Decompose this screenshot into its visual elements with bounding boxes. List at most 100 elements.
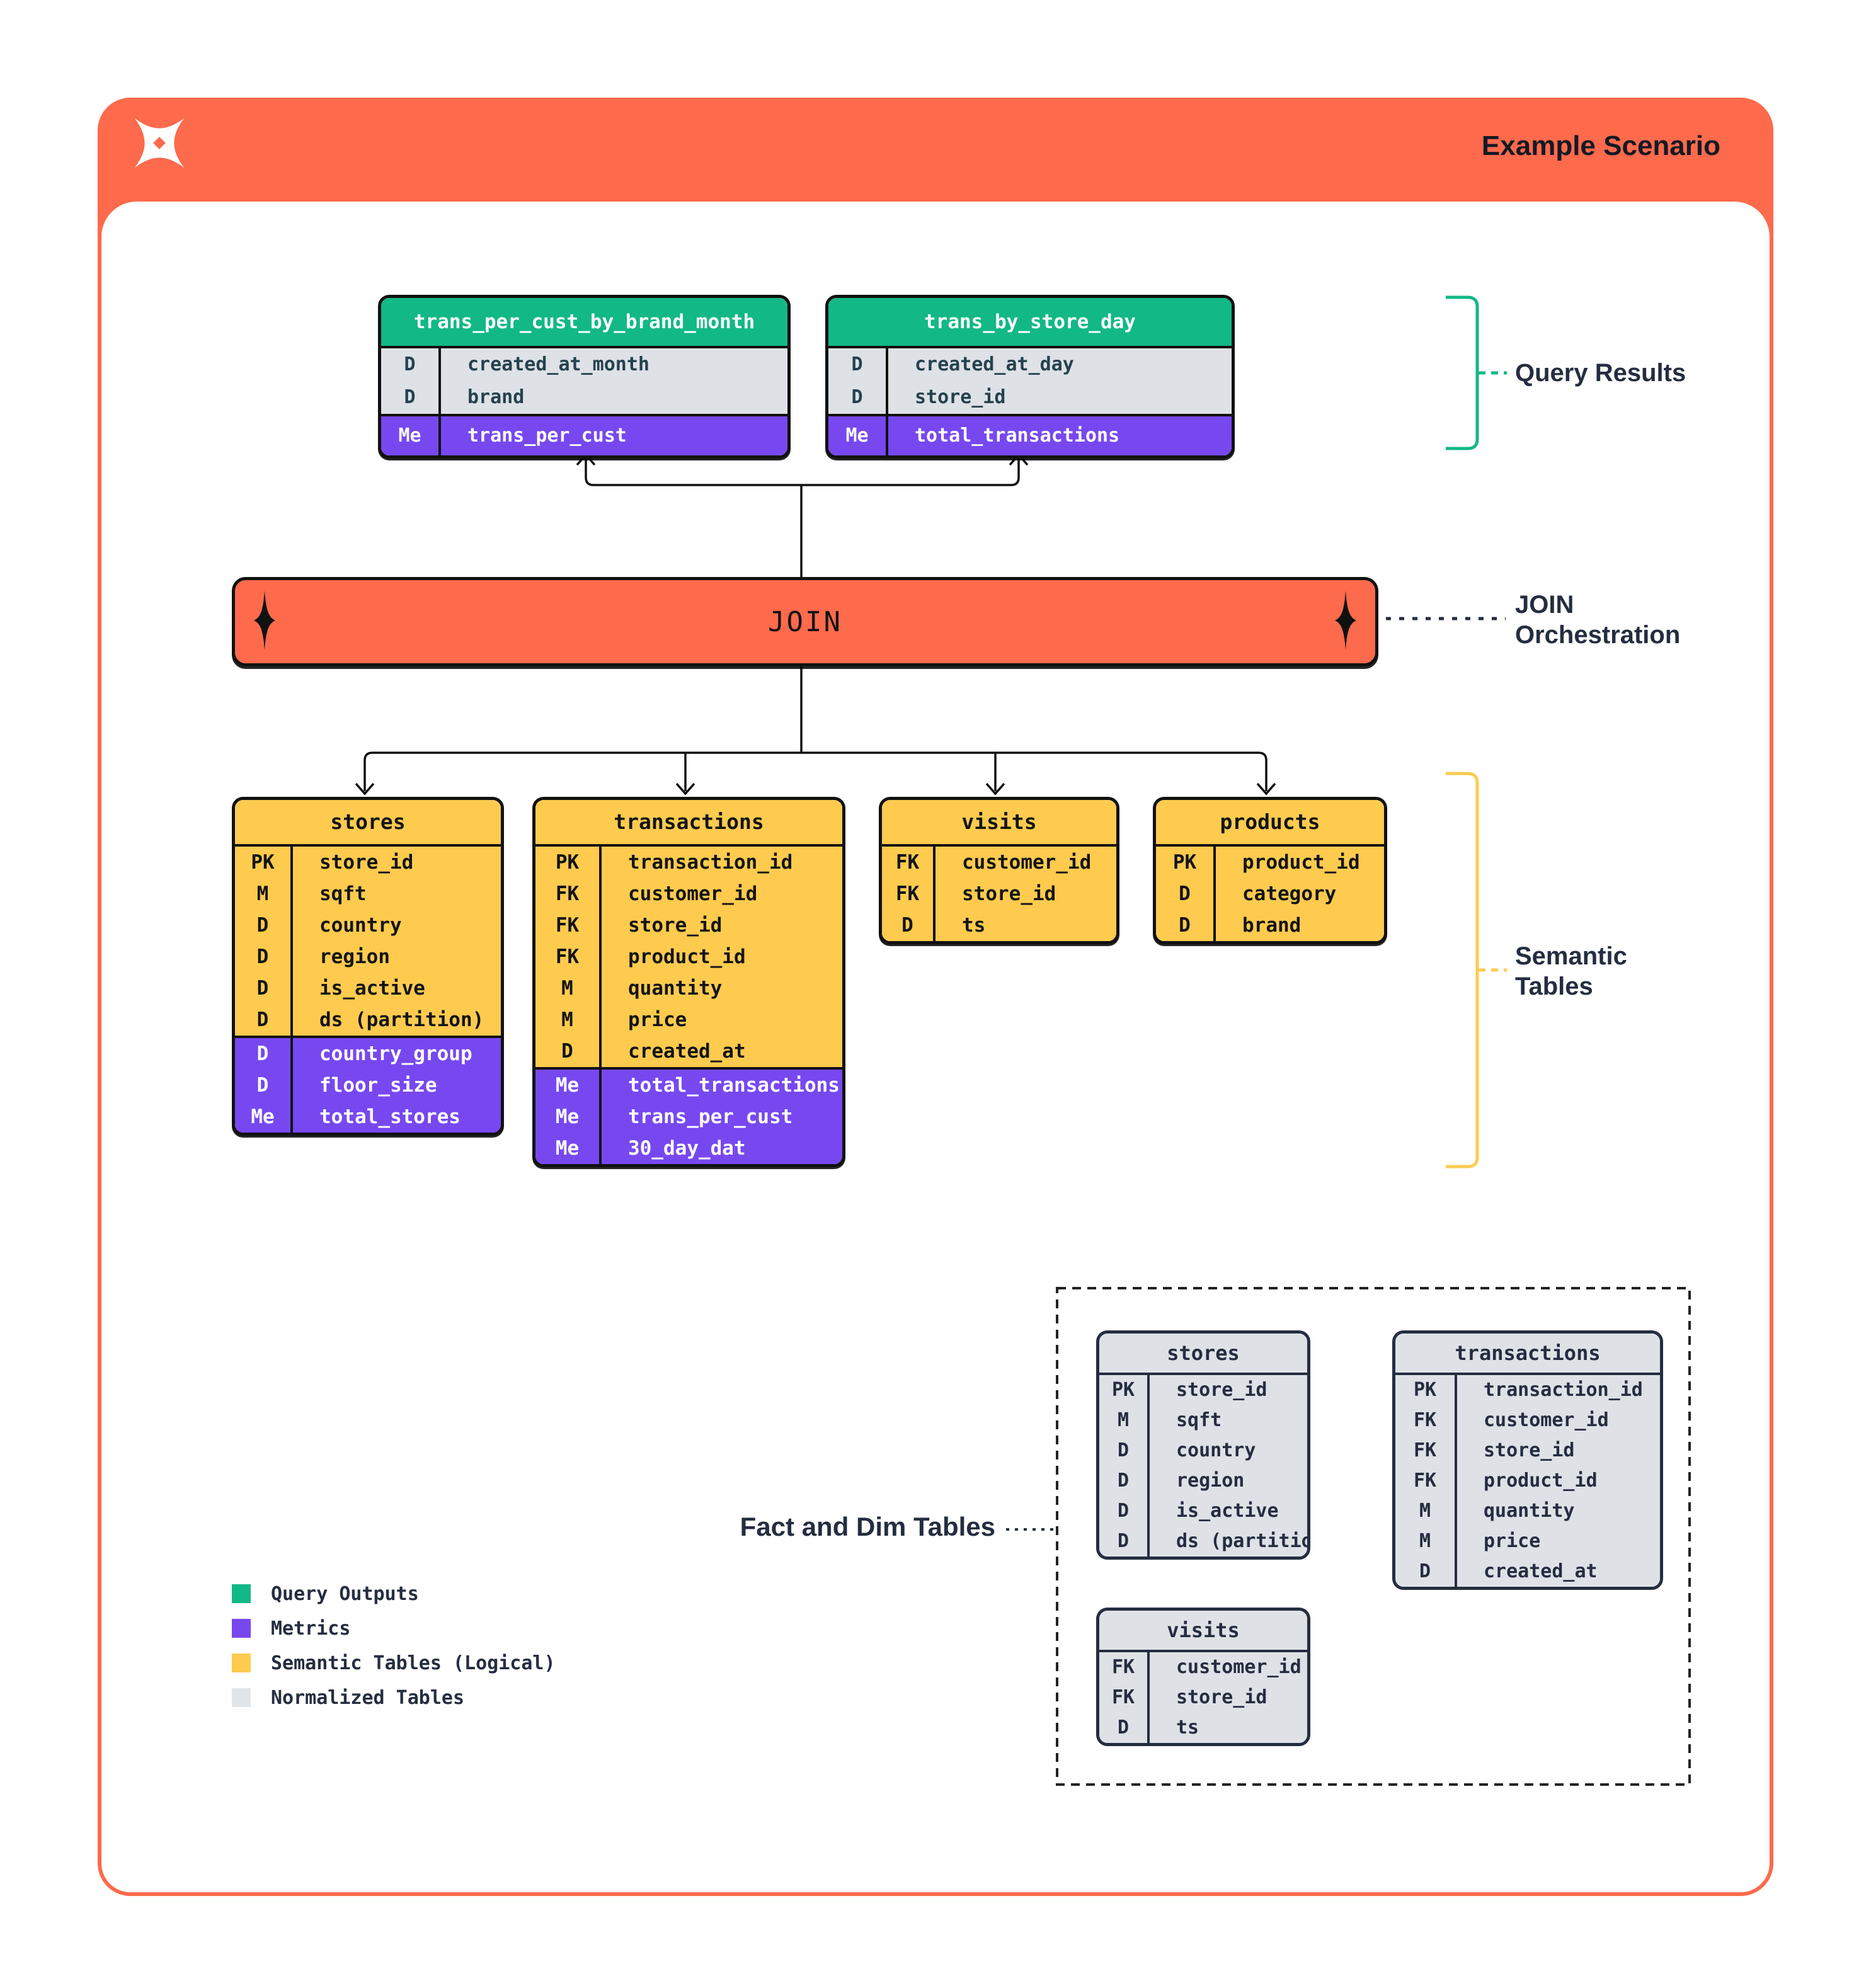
legend-item-query-outputs: Query Outputs [232,1582,556,1605]
field-name: ts [1176,1717,1199,1739]
field-name: ts [962,914,986,937]
field-name: sqft [319,883,367,905]
key-type: Me [535,1101,602,1133]
field-name: country_group [319,1043,472,1065]
metric-rows: Me total_transactions Me trans_per_cust … [535,1067,842,1164]
brand-logo-icon [134,118,185,168]
key-type: PK [235,847,293,878]
key-type: D [1099,1713,1150,1743]
key-type: D [1395,1557,1457,1587]
field-name: category [1242,883,1337,905]
field-name: price [628,1008,687,1031]
key-type: FK [535,941,602,973]
key-type: Me [828,416,888,455]
normalized-tables-swatch-icon [232,1688,251,1707]
join-orchestration-bar: JOIN [232,577,1378,666]
field-name: store_id [1176,1686,1267,1708]
key-type: D [235,973,293,1004]
semantic-table-stores: stores PK store_id M sqft D country D re… [232,797,504,1136]
key-type: D [882,910,936,941]
key-type: PK [535,847,602,878]
key-type: M [1395,1526,1457,1557]
field-name: store_id [1176,1379,1267,1401]
key-type: Me [535,1070,602,1101]
key-type: D [235,1070,293,1101]
key-type: D [235,910,293,941]
metrics-swatch-icon [232,1619,251,1638]
field-name: ds (partition) [319,1008,484,1031]
field-name: is_active [1176,1500,1279,1522]
semantic-tables-label: Semantic Tables [1515,942,1627,1000]
field-name: total_transactions [628,1074,840,1097]
normalized-table-transactions: transactions PK transaction_id FK custom… [1392,1330,1663,1590]
table-header: trans_per_cust_by_brand_month [381,298,787,348]
field-name: trans_per_cust [628,1105,793,1128]
table-header: transactions [1395,1334,1660,1375]
fact-dim-tables-label: Fact and Dim Tables [740,1512,995,1541]
metric-rows: Me trans_per_cust [381,414,787,455]
table-header: stores [1099,1334,1307,1375]
dimension-rows: PK product_id D category D brand [1156,847,1384,941]
key-type: PK [1395,1375,1457,1405]
field-name: created_at [628,1040,746,1063]
field-name: store_id [962,883,1056,905]
key-type: D [1099,1436,1150,1466]
key-type: D [828,348,888,381]
table-header: transactions [535,800,842,847]
legend-item-semantic-tables: Semantic Tables (Logical) [232,1652,556,1674]
semantic-table-products: products PK product_id D category D bran… [1153,797,1387,944]
table-header: trans_by_store_day [828,298,1232,348]
dimension-rows: PK transaction_id FK customer_id FK stor… [535,847,842,1067]
key-type: FK [882,878,936,910]
key-type: D [828,381,888,414]
dimension-rows: D created_at_month D brand [381,348,787,414]
table-header: visits [1099,1611,1307,1652]
key-type: M [1099,1405,1150,1436]
legend-item-metrics: Metrics [232,1617,556,1640]
field-name: customer_id [962,851,1092,874]
metric-rows: D country_group D floor_size Me total_st… [235,1036,501,1133]
field-name: customer_id [628,883,758,905]
field-name: is_active [319,977,425,1000]
legend-label: Metrics [271,1617,351,1640]
rows: PK store_id M sqft D country D region D … [1099,1375,1307,1557]
field-name: created_at_month [467,353,649,375]
query-result-table-trans-by-store-day: trans_by_store_day D created_at_day D st… [825,295,1235,459]
field-name: customer_id [1484,1409,1609,1431]
field-name: customer_id [1176,1656,1302,1678]
semantic-tables-swatch-icon [232,1654,251,1672]
rows: PK transaction_id FK customer_id FK stor… [1395,1375,1660,1587]
key-type: PK [1099,1375,1150,1405]
key-type: D [1099,1526,1150,1557]
field-name: store_id [628,914,723,937]
metric-rows: Me total_transactions [828,414,1232,455]
page-title: Example Scenario [1481,130,1720,161]
field-name: product_id [628,945,746,968]
field-name: store_id [915,386,1006,408]
key-type: D [235,1038,293,1070]
normalized-table-visits: visits FK customer_id FK store_id D ts [1096,1608,1310,1746]
field-name: region [1176,1470,1245,1492]
rows: FK customer_id FK store_id D ts [1099,1652,1307,1743]
field-name: sqft [1176,1409,1222,1431]
field-name: country [319,914,402,937]
legend: Query Outputs Metrics Semantic Tables (L… [232,1582,556,1723]
field-name: quantity [1484,1500,1575,1522]
legend-label: Query Outputs [271,1582,419,1605]
table-header: visits [882,800,1116,847]
field-name: 30_day_dat [628,1137,746,1160]
key-type: Me [235,1101,293,1133]
legend-item-normalized-tables: Normalized Tables [232,1687,556,1709]
dimension-rows: FK customer_id FK store_id D ts [882,847,1116,941]
dimension-rows: PK store_id M sqft D country D region D … [235,847,501,1036]
key-type: D [1156,910,1216,941]
key-type: D [1099,1496,1150,1526]
key-type: FK [1395,1436,1457,1466]
field-name: product_id [1242,851,1360,874]
field-name: created_at_day [915,353,1074,375]
field-name: store_id [319,851,414,874]
semantic-table-transactions: transactions PK transaction_id FK custom… [532,797,845,1167]
key-type: FK [1099,1652,1150,1682]
key-type: FK [1395,1405,1457,1436]
